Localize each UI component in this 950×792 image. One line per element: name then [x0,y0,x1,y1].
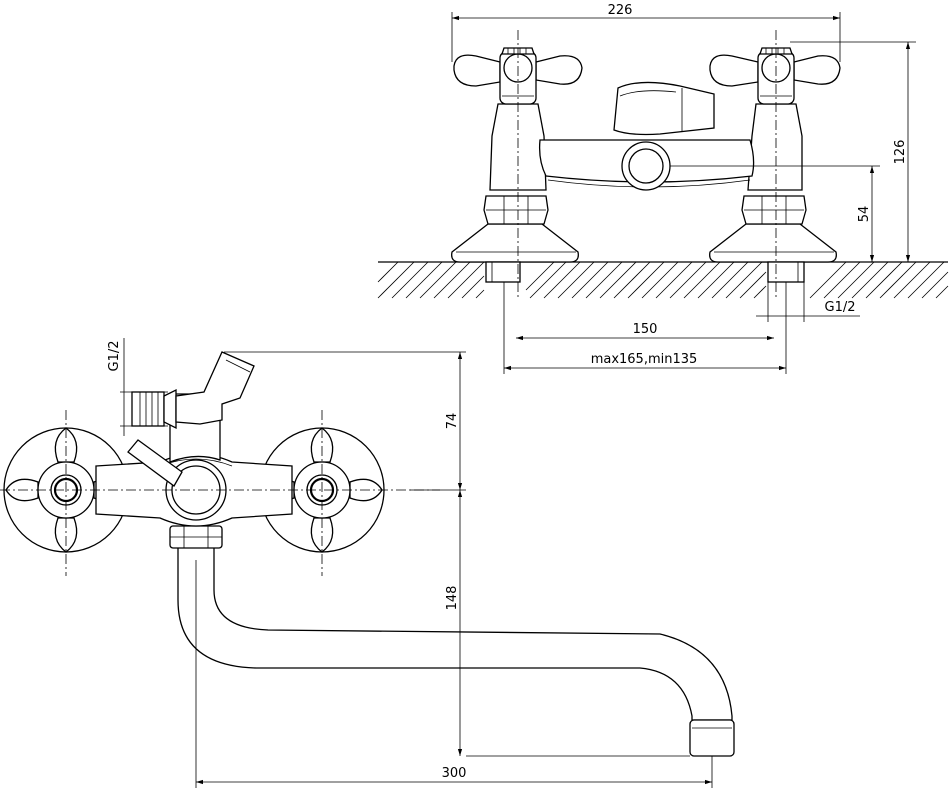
dim-center-range: max165,min135 [591,352,698,367]
diverter-lever [613,81,715,136]
spout-aerator [689,719,735,757]
swivel-spout [177,545,733,721]
left-base-flange [451,223,579,263]
right-valve-body [747,103,803,191]
top-elevation-view: 226 126 54 G1/2 150 max165,min135 [377,3,949,374]
left-cross-handle [453,47,583,105]
shower-holder-arm [175,351,255,425]
front-elevation-view: G1/2 74 148 300 [0,338,735,788]
dim-thread-top: G1/2 [825,300,856,315]
dim-overall-width: 226 [608,3,633,18]
dim-centers: 150 [633,322,658,337]
dim-spout-reach: 300 [442,766,467,781]
dim-diverter-height: 74 [445,413,460,430]
right-cross-handle [709,47,841,105]
dim-spout-height: 148 [445,586,460,611]
shower-outlet-thread [131,391,165,427]
dim-total-height: 126 [893,140,908,165]
left-supply-pipe [485,261,521,283]
diverter-lever-front [127,439,183,487]
outlet-ring-inner [628,148,664,184]
deck-hatching [377,261,949,299]
dim-outlet-height: 54 [857,206,872,223]
right-base-flange [709,223,837,263]
right-supply-pipe [767,261,805,283]
dim-thread-side: G1/2 [107,341,122,372]
